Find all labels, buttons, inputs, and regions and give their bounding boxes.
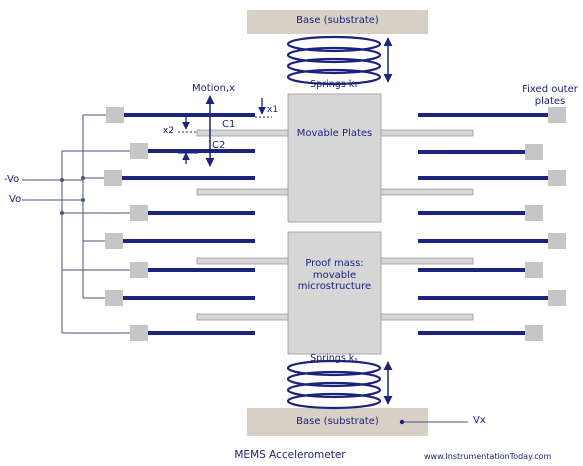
base-top-label: Base (substrate) bbox=[296, 15, 379, 26]
bottom-springs bbox=[286, 359, 382, 410]
c2-label: C2 bbox=[212, 140, 226, 151]
top-springs bbox=[286, 35, 382, 86]
wiring-junctions bbox=[60, 176, 85, 215]
movable-plates-label: Movable Plates bbox=[296, 128, 373, 139]
vx-node bbox=[399, 419, 405, 425]
springs-bottom-label: Springs kₛ bbox=[310, 353, 358, 364]
proof-mass-block bbox=[287, 231, 382, 355]
left-anchor-blocks bbox=[104, 107, 148, 341]
vx-label: Vx bbox=[473, 415, 486, 426]
proof-mass-label: Proof mass: movable microstructure bbox=[297, 258, 372, 292]
springs-top-label: Springs kₛ bbox=[310, 79, 358, 90]
motion-label: Motion,x bbox=[192, 83, 235, 94]
base-bottom-label: Base (substrate) bbox=[296, 416, 379, 427]
movable-plates-block bbox=[287, 93, 382, 223]
bottom-substrate bbox=[247, 408, 428, 436]
fixed-outer-plates-label: Fixed outer plates bbox=[522, 84, 578, 107]
top-substrate bbox=[247, 10, 428, 34]
website-label: www.InstrumentationToday.com bbox=[424, 452, 552, 461]
x1-label: x1 bbox=[267, 105, 279, 115]
right-anchor-blocks bbox=[525, 107, 566, 341]
left-fixed-plates bbox=[122, 113, 255, 335]
c1-label: C1 bbox=[222, 119, 236, 130]
right-fixed-plates bbox=[418, 113, 548, 335]
left-wiring bbox=[22, 114, 130, 334]
neg-vo-label: -Vo bbox=[4, 174, 20, 185]
movable-fingers bbox=[196, 129, 474, 321]
caption: MEMS Accelerometer bbox=[234, 449, 346, 461]
vo-label: Vo bbox=[9, 194, 22, 205]
x2-label: x2 bbox=[163, 126, 175, 136]
